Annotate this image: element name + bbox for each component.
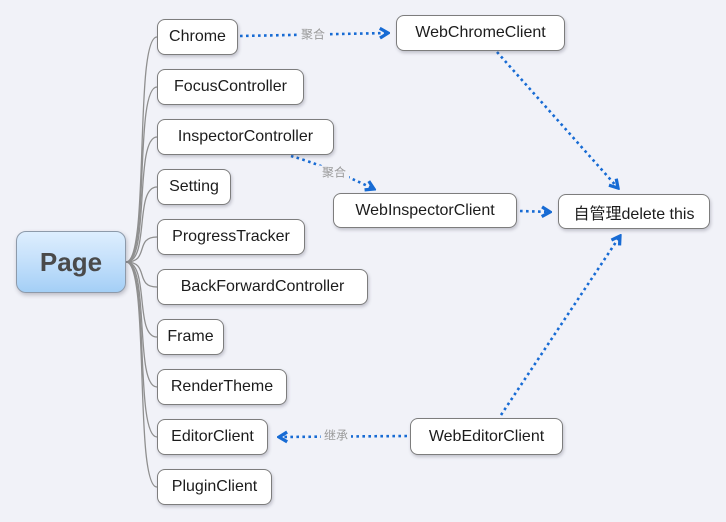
root-topic-page[interactable]: Page (16, 231, 126, 293)
branch-curve-backforwardcontroller (125, 261, 158, 288)
relationship-arrow-inspector-webinspectorclient[interactable] (290, 154, 374, 189)
relationship-arrow-webchromeclient-selfmanaged[interactable] (496, 51, 618, 188)
relationship-label-aggregation-1[interactable]: 聚合 (297, 27, 329, 43)
branch-curve-rendertheme (125, 261, 158, 388)
branch-curve-chrome (125, 36, 158, 263)
floating-topic-webinspectorclient[interactable]: WebInspectorClient (333, 193, 517, 228)
topic-rendertheme[interactable]: RenderTheme (157, 369, 287, 405)
relationship-label-inheritance[interactable]: 继承 (320, 428, 352, 444)
topic-pluginclient[interactable]: PluginClient (157, 469, 272, 505)
branch-curve-progresstracker (125, 236, 158, 263)
relationship-label-aggregation-2[interactable]: 聚合 (318, 165, 350, 181)
topic-chrome[interactable]: Chrome (157, 19, 238, 55)
branch-curve-frame (125, 261, 158, 338)
topic-backforwardcontroller[interactable]: BackForwardController (157, 269, 368, 305)
topic-setting[interactable]: Setting (157, 169, 231, 205)
branch-curve-pluginclient (125, 261, 158, 488)
floating-topic-webchromeclient[interactable]: WebChromeClient (396, 15, 565, 51)
floating-topic-webeditorclient[interactable]: WebEditorClient (410, 418, 563, 455)
topic-frame[interactable]: Frame (157, 319, 224, 355)
topic-editorclient[interactable]: EditorClient (157, 419, 268, 455)
topic-inspectorcontroller[interactable]: InspectorController (157, 119, 334, 155)
relationship-arrow-webeditorclient-selfmanaged[interactable] (499, 236, 620, 416)
floating-topic-self-managed[interactable]: 自管理delete this (558, 194, 710, 229)
branch-curve-setting (125, 186, 158, 263)
topic-progresstracker[interactable]: ProgressTracker (157, 219, 305, 255)
branch-curve-editorclient (125, 261, 158, 438)
relationship-arrow-webinspectorclient-selfmanaged[interactable] (519, 211, 550, 212)
topic-focuscontroller[interactable]: FocusController (157, 69, 304, 105)
branch-curve-inspectorcontroller (125, 136, 158, 263)
branch-curve-focuscontroller (125, 86, 158, 263)
